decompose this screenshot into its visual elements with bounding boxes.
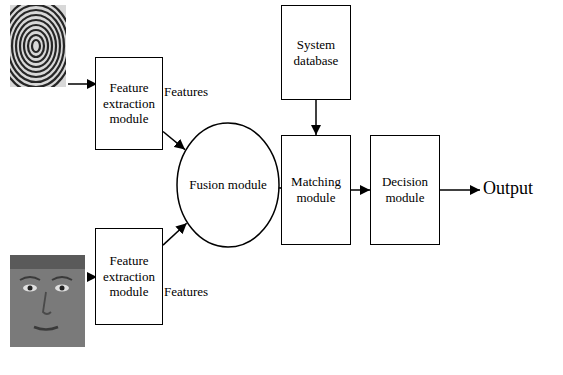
process-box: Feature extraction module [95, 57, 163, 150]
database-box: System database [281, 5, 351, 100]
node-text: Feature extraction module [99, 253, 159, 300]
process-box: Feature extraction module [95, 228, 163, 325]
fusion-ellipse: Fusion module [176, 122, 280, 248]
connector-arrow [351, 189, 370, 191]
connector-arrow [315, 100, 317, 135]
connector-arrow [163, 223, 187, 245]
node-text: Decision module [374, 174, 436, 205]
face-image [10, 255, 85, 347]
node-text: System database [285, 37, 347, 68]
process-box: Matching module [281, 135, 351, 245]
output-arrow [440, 189, 480, 191]
edge-label: Features [163, 284, 209, 300]
process-box: Decision module [370, 135, 440, 245]
input-arrow [68, 83, 97, 85]
ellipse-outline [177, 123, 279, 247]
node-text: Fusion module [189, 177, 267, 193]
node-text: Feature extraction module [99, 80, 159, 127]
edge-label: Features [163, 84, 209, 100]
connector-arrow [163, 131, 185, 149]
node-text: Matching module [285, 174, 347, 205]
output-label: Output [482, 178, 534, 199]
fingerprint-image [10, 5, 66, 87]
